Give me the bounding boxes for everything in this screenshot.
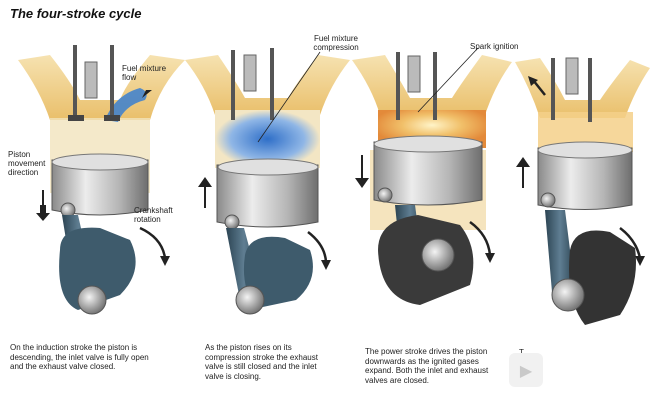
piston: [51, 159, 149, 216]
intake-manifold: [352, 55, 512, 115]
rotation-arrow-icon: [619, 227, 642, 259]
piston-top: [537, 141, 633, 159]
arrow-up-icon: [516, 157, 530, 167]
crank-pin: [421, 238, 455, 272]
caption-exhaust: T...: [519, 348, 531, 358]
valve-head: [68, 115, 84, 121]
label-fuel-flow: Fuel mixture flow: [122, 64, 167, 82]
spark-plug: [84, 61, 98, 99]
engine-compression: [185, 48, 350, 315]
gudgeon-pin: [224, 214, 240, 230]
compression-pointer: [257, 51, 321, 143]
spark-pointer: [417, 47, 479, 113]
fuel-flow-blue: [105, 88, 147, 122]
piston: [216, 164, 319, 228]
engine-induction: [18, 45, 185, 315]
crank-web: [243, 236, 313, 308]
piston-top: [217, 158, 319, 176]
rotation-arrow-icon: [469, 220, 492, 256]
gudgeon-pin: [377, 187, 393, 203]
label-piston-direction: Piston movement direction: [8, 150, 46, 177]
engine-exhaust: [515, 57, 650, 325]
caption-induction: On the induction stroke the piston is de…: [10, 343, 149, 371]
exhaust-manifold: [515, 58, 650, 118]
piston-top: [51, 153, 149, 171]
piston: [373, 141, 483, 206]
flow-arrow-icon: [142, 90, 152, 98]
label-fuel-compression: Fuel mixture compression: [313, 34, 359, 52]
crank-web: [569, 230, 636, 325]
valve-head: [104, 115, 120, 121]
label-crankshaft: Crankshaft rotation: [134, 206, 173, 224]
intake-manifold: [185, 55, 350, 115]
caption-compression: As the piston rises on its compression s…: [205, 343, 318, 381]
spark-plug: [407, 55, 421, 93]
piston-top: [373, 135, 483, 153]
arrow-up-icon: [198, 177, 212, 187]
diagram-title: The four-stroke cycle: [10, 6, 142, 21]
spark-plug: [565, 57, 579, 95]
rotation-arrow-icon: [139, 226, 167, 259]
caption-power: The power stroke drives the piston downw…: [365, 347, 489, 385]
arrow-down-icon: [355, 178, 369, 188]
intake-manifold: [18, 55, 185, 120]
gudgeon-pin: [540, 192, 556, 208]
crank-web: [59, 227, 136, 310]
crank-pin: [551, 278, 585, 312]
spark-plug: [243, 54, 257, 92]
piston: [537, 147, 633, 210]
gudgeon-pin: [60, 202, 76, 218]
crank-pin: [235, 285, 265, 315]
rotation-arrow-icon: [307, 231, 328, 263]
next-button[interactable]: ▶: [509, 353, 543, 387]
crank-pin: [77, 285, 107, 315]
chevron-right-icon: ▶: [519, 360, 533, 380]
engine-power: [352, 47, 512, 305]
connecting-rod: [545, 210, 575, 292]
label-spark: Spark ignition: [470, 42, 519, 51]
